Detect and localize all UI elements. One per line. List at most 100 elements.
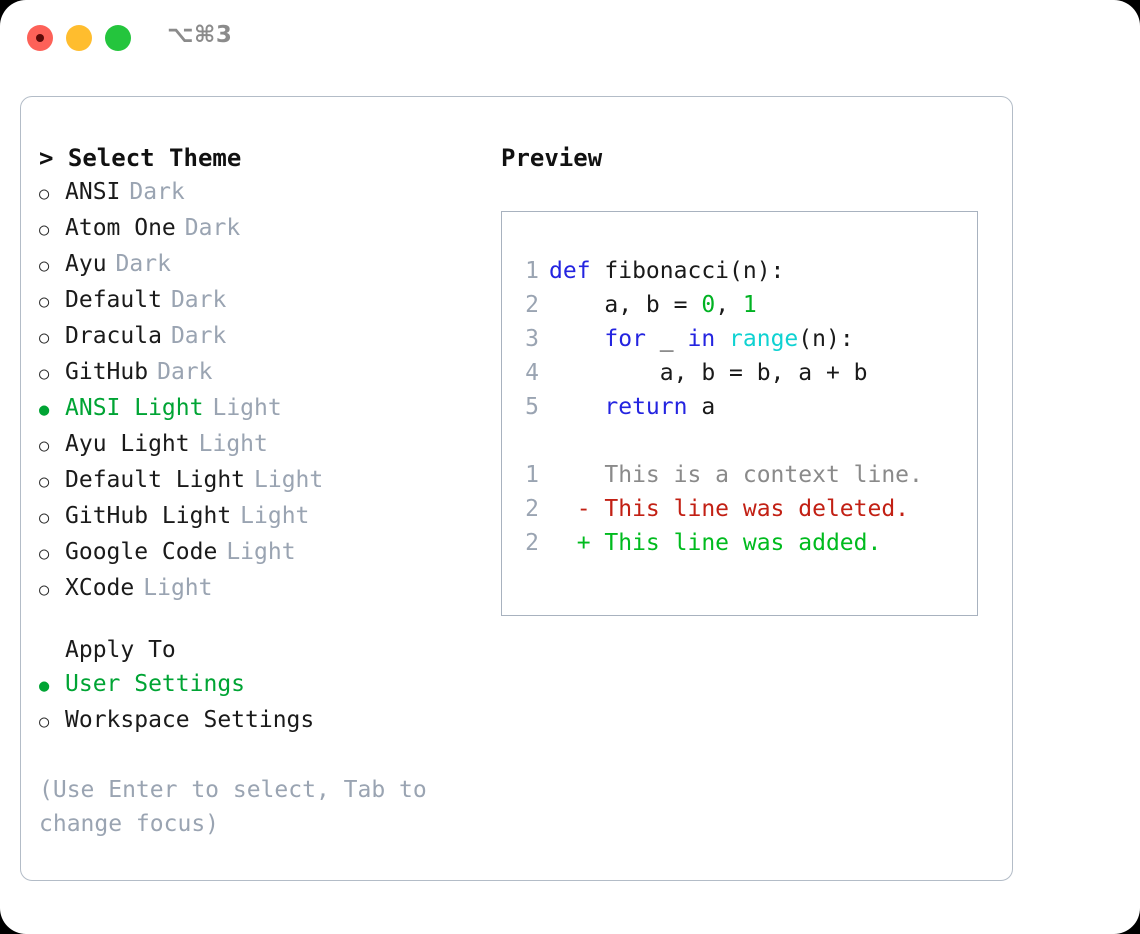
radio-unselected-icon: ○ [39,256,50,276]
keyboard-hint-text: (Use Enter to select, Tab to change focu… [39,777,441,837]
diff-text: - This line was deleted. [549,496,910,522]
radio-unselected-icon: ○ [39,184,50,204]
line-number: 2 [525,292,539,318]
theme-option-label: ANSI Light [65,395,204,421]
line-number: 1 [525,462,539,488]
theme-variant-tag: Dark [170,323,227,349]
code-blank-line [515,424,923,458]
diff-text: This is a context line. [549,462,923,488]
theme-option-2[interactable]: ○ Ayu Dark [39,247,499,283]
code-token [715,326,729,352]
code-token: in [687,326,716,352]
code-token: for [604,326,646,352]
line-number: 2 [525,496,539,522]
theme-option-label: Atom One [65,215,176,241]
code-line: 2 a, b = 0, 1 [515,288,923,322]
theme-option-label: GitHub Light [65,503,232,529]
preview-heading: Preview [501,144,603,172]
code-token: a, b = b, a + b [549,360,868,386]
code-token [549,394,604,420]
theme-variant-tag: Dark [184,215,241,241]
radio-unselected-icon: ○ [39,580,50,600]
theme-option-label: Default [65,287,162,313]
radio-unselected-icon: ○ [39,508,50,528]
theme-option-3[interactable]: ○ Default Dark [39,283,499,319]
diff-line: 2 + This line was added. [515,526,923,560]
apply-to-option-0[interactable]: ●User Settings [39,667,499,703]
radio-unselected-icon: ○ [39,328,50,348]
code-token: a [687,394,716,420]
theme-variant-tag: Light [198,431,268,457]
code-token: , [715,292,743,318]
theme-variant-tag: Light [226,539,296,565]
code-line: 3 for _ in range(n): [515,322,923,356]
theme-option-label: Dracula [65,323,162,349]
theme-option-10[interactable]: ○ Google Code Light [39,535,499,571]
radio-unselected-icon: ○ [39,220,50,240]
theme-option-1[interactable]: ○ Atom One Dark [39,211,499,247]
radio-unselected-icon: ○ [39,436,50,456]
keyboard-shortcut-label: ⌥⌘3 [167,22,233,48]
radio-selected-icon: ● [39,676,50,696]
code-token: _ [645,326,688,352]
line-number: 3 [525,326,539,352]
code-line: 4 a, b = b, a + b [515,356,923,390]
theme-variant-tag: Dark [115,251,171,277]
close-button[interactable] [27,25,53,51]
apply-to-list[interactable]: ●User Settings○Workspace Settings [39,667,499,739]
theme-option-7[interactable]: ○ Ayu Light Light [39,427,499,463]
diff-line: 1 This is a context line. [515,458,923,492]
theme-option-label: Ayu [65,251,107,277]
radio-unselected-icon: ○ [39,544,50,564]
code-token: 0 [701,292,716,318]
apply-to-option-1[interactable]: ○Workspace Settings [39,703,499,739]
code-token: 1 [742,292,757,318]
radio-unselected-icon: ○ [39,292,50,312]
theme-option-11[interactable]: ○ XCode Light [39,571,499,607]
minimize-button[interactable] [66,25,92,51]
theme-variant-tag: Dark [157,359,213,385]
code-token: range [729,326,799,352]
code-token: fibonacci(n): [604,258,785,284]
code-token [549,326,604,352]
theme-variant-tag: Dark [170,287,227,313]
theme-option-label: Ayu Light [65,431,190,457]
theme-variant-tag: Light [143,575,213,601]
theme-option-label: Google Code [65,539,218,565]
theme-option-label: GitHub [65,359,149,385]
theme-option-5[interactable]: ○ GitHub Dark [39,355,499,391]
maximize-button[interactable] [105,25,131,51]
theme-option-label: Default Light [65,467,246,493]
radio-selected-icon: ● [39,400,50,420]
code-line: 5 return a [515,390,923,424]
code-token: return [604,394,688,420]
line-number: 5 [525,394,539,420]
radio-unselected-icon: ○ [39,364,50,384]
theme-variant-tag: Light [212,395,282,421]
theme-option-label: XCode [65,575,135,601]
select-theme-heading: > Select Theme [39,144,242,172]
window-controls [27,25,131,51]
theme-option-label: ANSI [65,179,121,205]
apply-to-option-label: Workspace Settings [65,707,315,733]
theme-option-4[interactable]: ○ Dracula Dark [39,319,499,355]
apply-to-heading: Apply To [65,637,176,663]
line-number: 2 [525,530,539,556]
title-bar: ⌥⌘3 [0,0,1140,78]
theme-option-6[interactable]: ● ANSI Light Light [39,391,499,427]
line-number: 4 [525,360,539,386]
code-token: (n): [798,326,854,352]
diff-text: + This line was added. [549,530,882,556]
radio-unselected-icon: ○ [39,472,50,492]
